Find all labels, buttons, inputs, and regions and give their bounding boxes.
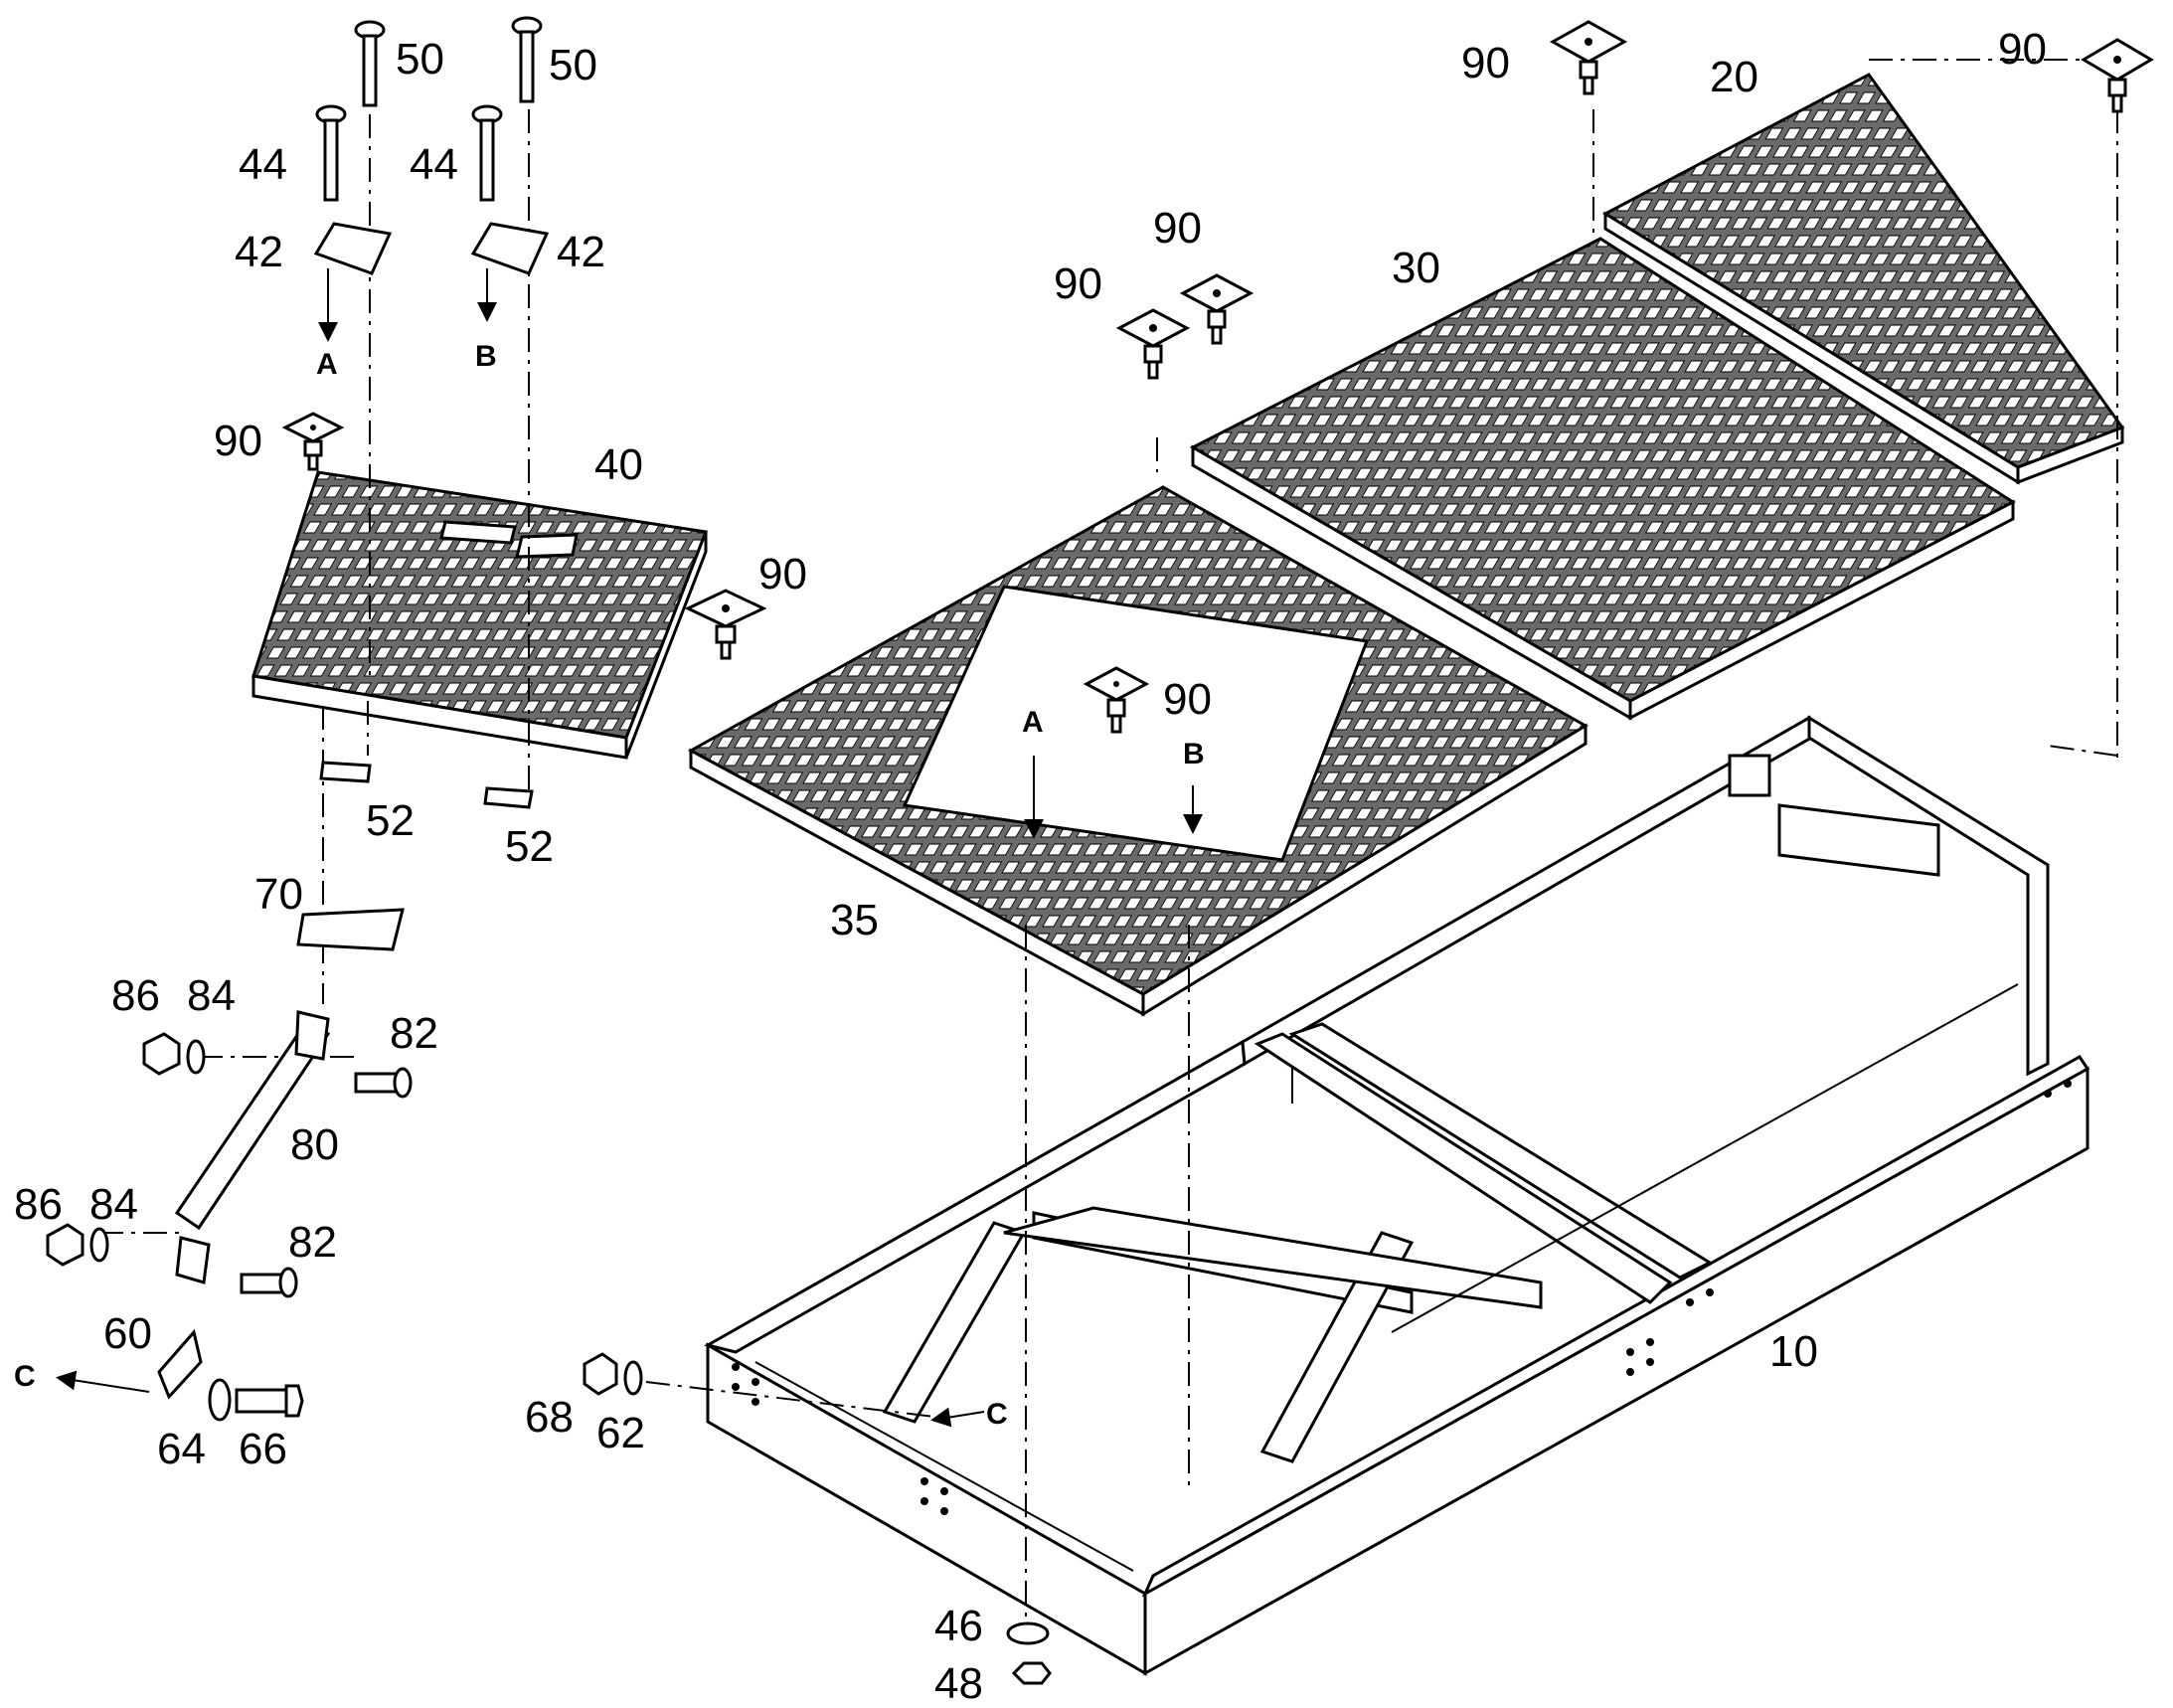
hold-down-clip-group [281,20,2154,734]
part-callouts: 50 50 44 44 42 42 90 90 90 90 90 90 90 2… [14,25,2047,1708]
label-42-a: 42 [235,228,283,276]
label-62: 62 [596,1409,645,1457]
marker-c-left: C [14,1360,36,1393]
nut-86-b [46,1223,84,1267]
label-46: 46 [934,1602,983,1650]
frame-gusset [1777,803,1940,877]
nut-86-a [142,1032,181,1076]
frame-fasteners [583,756,1203,1685]
label-68: 68 [525,1393,574,1442]
washer-46 [1006,1622,1050,1645]
label-80: 80 [290,1120,339,1169]
mount-bracket-70 [296,908,405,951]
label-30: 30 [1392,244,1440,292]
label-84-a: 84 [187,971,236,1020]
hinge-fasteners [313,16,550,809]
label-84-b: 84 [89,1180,138,1229]
hold-down-clip-90-c [1083,666,1150,734]
label-10: 10 [1769,1327,1818,1376]
label-50-a: 50 [396,35,444,84]
marker-a-panel: A [1022,706,1044,739]
hinge-plate-42-a [313,222,393,275]
label-52-b: 52 [505,822,554,871]
floor-panel-35 [687,485,1588,1017]
marker-b-panel: B [1183,738,1205,770]
gas-strut-80 [174,1016,331,1231]
label-90-f: 90 [1461,39,1510,87]
hold-down-clip-90-b [684,589,767,660]
washer-84-b [89,1227,109,1263]
hold-down-clip-90-d [1115,308,1191,380]
spacer-52-b [483,786,534,809]
label-82-a: 82 [390,1009,438,1058]
label-20: 20 [1710,53,1758,101]
bolt-66 [235,1384,304,1418]
label-48: 48 [934,1659,983,1703]
frame-10 [703,715,2090,1676]
frame-right-end [1807,715,2050,1077]
clevis-60 [157,1328,203,1400]
label-90-b: 90 [758,550,807,598]
label-90-g: 90 [1998,25,2047,74]
label-90-e: 90 [1153,204,1202,253]
label-90-d: 90 [1054,259,1102,308]
label-86-b: 86 [14,1180,63,1229]
label-44-b: 44 [410,140,458,189]
label-70: 70 [254,870,303,919]
label-90-c: 90 [1163,675,1212,724]
marker-b-top: B [475,340,497,373]
hold-down-clip-90-g [2081,38,2154,113]
label-66: 66 [239,1425,287,1473]
label-86-a: 86 [111,971,160,1020]
bolt-82-b [240,1267,298,1298]
floor-panel-20 [1601,73,2125,485]
label-42-b: 42 [557,228,605,276]
washer-84-a [186,1039,206,1075]
view-markers: A B A B C C [14,340,1205,1431]
label-44-a: 44 [239,140,287,189]
label-35: 35 [830,896,879,944]
hold-down-clip-90-e [1179,273,1254,345]
washer-64 [208,1378,232,1422]
label-60: 60 [103,1309,152,1358]
washer-62 [623,1360,643,1396]
hinge-plate-42-b [470,222,550,275]
nut-48 [1011,1661,1052,1685]
floor-panel-40 [251,470,709,760]
bolt-82-a [354,1067,413,1099]
frame-front-right-rail [1143,1066,2089,1676]
label-82-b: 82 [288,1218,337,1267]
label-50-b: 50 [549,41,597,89]
bolt-50-a [354,20,386,107]
access-plate-opening [902,585,1370,862]
hold-down-clip-90-a [281,412,345,471]
floor-panel-30 [1189,237,2016,721]
marker-c-frame: C [986,1398,1008,1431]
label-90-a: 90 [214,417,262,465]
marker-a-top: A [316,348,338,381]
assembly-centerlines [99,59,2122,1621]
hold-down-clip-90-f [1549,20,1628,95]
spacer-52-a [319,761,372,783]
bolt-44-a [315,104,347,202]
label-64: 64 [157,1425,206,1473]
nut-68 [583,1352,618,1396]
frame-diagonal-brace-3 [1259,1231,1415,1463]
bolt-50-b [511,16,543,103]
label-40: 40 [594,440,643,489]
label-52-a: 52 [366,796,415,845]
gas-strut-assembly [46,908,413,1422]
bolt-44-b [471,104,503,202]
